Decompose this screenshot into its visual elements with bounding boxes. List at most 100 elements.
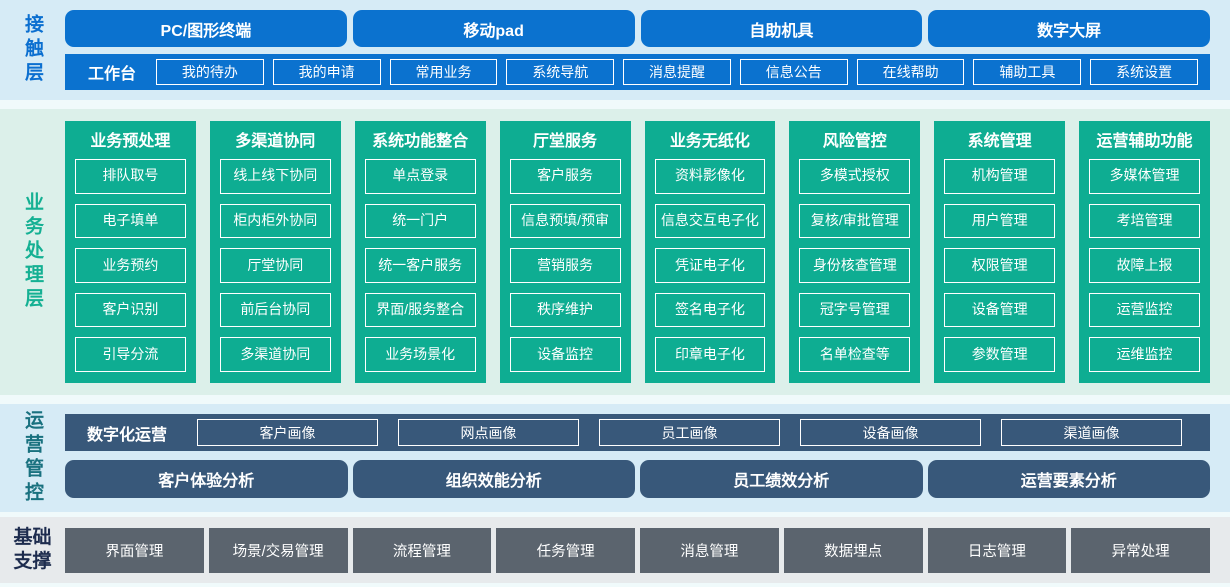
business-module-box[interactable]: 设备管理 bbox=[944, 292, 1056, 328]
business-module-box[interactable]: 运营监控 bbox=[1089, 292, 1200, 328]
business-column-items: 多模式授权 复核/审批管理 身份核查管理 冠字号管理 名单检查等 bbox=[799, 159, 911, 372]
business-module-box[interactable]: 用户管理 bbox=[944, 203, 1056, 239]
analysis-box[interactable]: 运营要素分析 bbox=[927, 460, 1210, 498]
workbench-item[interactable]: 我的申请 bbox=[272, 59, 381, 85]
channel-button[interactable]: 移动pad bbox=[352, 10, 635, 47]
business-layer-content: 业务预处理 排队取号 电子填单 业务预约 客户识别 引导分流 bbox=[65, 109, 1210, 395]
foundation-module-box[interactable]: 日志管理 bbox=[927, 527, 1067, 573]
business-module-box[interactable]: 故障上报 bbox=[1089, 248, 1200, 283]
contact-layer-content: PC/图形终端 移动pad 自助机具 数字大屏 工作台 我的待办 我的申请 常用… bbox=[65, 0, 1210, 100]
business-column-items: 排队取号 电子填单 业务预约 客户识别 引导分流 bbox=[75, 159, 186, 372]
foundation-module-box[interactable]: 任务管理 bbox=[496, 527, 635, 573]
section-divider bbox=[0, 512, 1230, 517]
business-module-box[interactable]: 电子填单 bbox=[75, 203, 186, 239]
foundation-module-box[interactable]: 消息管理 bbox=[640, 527, 779, 573]
foundation-module-box[interactable]: 界面管理 bbox=[65, 527, 204, 573]
business-module-box[interactable]: 信息交互电子化 bbox=[654, 203, 766, 239]
operations-layer-content: 数字化运营 客户画像 网点画像 员工画像 设备画像 渠道画像 客户体验分析 bbox=[65, 404, 1210, 512]
operations-layer-gutter: 运营管控 bbox=[0, 404, 65, 512]
profile-box[interactable]: 渠道画像 bbox=[1001, 419, 1182, 446]
business-column-title: 厅堂服务 bbox=[533, 133, 598, 150]
business-module-box[interactable]: 统一客户服务 bbox=[364, 248, 476, 283]
section-divider bbox=[0, 100, 1230, 109]
business-column: 风险管控 多模式授权 复核/审批管理 身份核查管理 冠字号管理 名单检查等 bbox=[789, 121, 921, 383]
business-module-box[interactable]: 统一门户 bbox=[364, 203, 476, 239]
business-module-box[interactable]: 考培管理 bbox=[1089, 203, 1200, 239]
business-columns: 业务预处理 排队取号 电子填单 业务预约 客户识别 引导分流 bbox=[65, 109, 1210, 395]
business-module-box[interactable]: 多模式授权 bbox=[799, 159, 911, 194]
analysis-box[interactable]: 员工绩效分析 bbox=[640, 460, 923, 498]
analysis-box[interactable]: 客户体验分析 bbox=[65, 460, 348, 498]
business-module-box[interactable]: 线上线下协同 bbox=[219, 159, 331, 194]
workbench-item[interactable]: 系统导航 bbox=[506, 59, 615, 85]
workbench-label: 工作台 bbox=[87, 66, 136, 83]
business-column: 系统功能整合 单点登录 统一门户 统一客户服务 界面/服务整合 业务场景化 bbox=[354, 121, 486, 383]
business-module-box[interactable]: 签名电子化 bbox=[654, 292, 766, 328]
workbench-item[interactable]: 常用业务 bbox=[389, 59, 498, 85]
foundation-layer-gutter: 基础支撑 bbox=[0, 526, 65, 574]
foundation-module-box[interactable]: 数据埋点 bbox=[783, 527, 923, 573]
operations-layer-section: 运营管控 数字化运营 客户画像 网点画像 员工画像 设备画像 渠道画像 bbox=[0, 404, 1230, 512]
business-module-box[interactable]: 引导分流 bbox=[75, 337, 186, 372]
business-column-title: 系统功能整合 bbox=[372, 133, 469, 150]
business-module-box[interactable]: 凭证电子化 bbox=[654, 248, 766, 283]
business-module-box[interactable]: 界面/服务整合 bbox=[364, 292, 476, 328]
channel-button[interactable]: 数字大屏 bbox=[928, 10, 1210, 47]
profile-box[interactable]: 设备画像 bbox=[800, 419, 981, 446]
analysis-box[interactable]: 组织效能分析 bbox=[352, 460, 635, 498]
contact-layer-label: 接触层 bbox=[22, 14, 43, 86]
workbench-bar: 工作台 我的待办 我的申请 常用业务 系统导航 消息提醒 信息公告 在线帮助 bbox=[65, 54, 1210, 90]
digital-operations-items: 客户画像 网点画像 员工画像 设备画像 渠道画像 bbox=[197, 419, 1182, 446]
business-column: 业务预处理 排队取号 电子填单 业务预约 客户识别 引导分流 bbox=[65, 121, 196, 383]
business-module-box[interactable]: 权限管理 bbox=[944, 248, 1056, 283]
channel-button[interactable]: 自助机具 bbox=[640, 10, 923, 47]
workbench-item[interactable]: 信息公告 bbox=[739, 59, 848, 85]
business-module-box[interactable]: 机构管理 bbox=[944, 159, 1056, 194]
business-module-box[interactable]: 排队取号 bbox=[75, 159, 186, 194]
business-module-box[interactable]: 业务场景化 bbox=[364, 337, 476, 372]
business-module-box[interactable]: 多渠道协同 bbox=[219, 337, 331, 372]
business-module-box[interactable]: 设备监控 bbox=[509, 337, 621, 372]
workbench-item[interactable]: 消息提醒 bbox=[623, 59, 731, 85]
business-module-box[interactable]: 冠字号管理 bbox=[799, 292, 911, 328]
foundation-module-box[interactable]: 流程管理 bbox=[352, 527, 492, 573]
profile-box[interactable]: 网点画像 bbox=[398, 419, 579, 446]
profile-box[interactable]: 客户画像 bbox=[197, 419, 378, 446]
business-column: 厅堂服务 客户服务 信息预填/预审 营销服务 秩序维护 设备监控 bbox=[499, 121, 631, 383]
business-module-box[interactable]: 身份核查管理 bbox=[799, 248, 911, 283]
business-module-box[interactable]: 单点登录 bbox=[364, 159, 476, 194]
business-module-box[interactable]: 名单检查等 bbox=[799, 337, 911, 372]
business-module-box[interactable]: 客户识别 bbox=[75, 292, 186, 328]
business-module-box[interactable]: 厅堂协同 bbox=[219, 248, 331, 283]
workbench-item[interactable]: 系统设置 bbox=[1090, 59, 1199, 85]
business-module-box[interactable]: 柜内柜外协同 bbox=[219, 203, 331, 239]
business-column-items: 多媒体管理 考培管理 故障上报 运营监控 运维监控 bbox=[1089, 159, 1200, 372]
business-module-box[interactable]: 参数管理 bbox=[944, 337, 1056, 372]
workbench-item[interactable]: 在线帮助 bbox=[856, 59, 965, 85]
channel-button[interactable]: PC/图形终端 bbox=[65, 10, 347, 47]
foundation-module-box[interactable]: 场景/交易管理 bbox=[208, 527, 348, 573]
business-module-box[interactable]: 复核/审批管理 bbox=[799, 203, 911, 239]
foundation-module-box[interactable]: 异常处理 bbox=[1071, 527, 1210, 573]
business-module-box[interactable]: 前后台协同 bbox=[219, 292, 331, 328]
foundation-items: 界面管理 场景/交易管理 流程管理 任务管理 消息管理 数据埋点 日志管理 异常… bbox=[65, 527, 1210, 573]
business-module-box[interactable]: 客户服务 bbox=[509, 159, 621, 194]
digital-operations-bar: 数字化运营 客户画像 网点画像 员工画像 设备画像 渠道画像 bbox=[65, 414, 1210, 451]
business-module-box[interactable]: 业务预约 bbox=[75, 248, 186, 283]
business-module-box[interactable]: 资料影像化 bbox=[654, 159, 766, 194]
business-module-box[interactable]: 营销服务 bbox=[509, 248, 621, 283]
business-module-box[interactable]: 多媒体管理 bbox=[1089, 159, 1200, 194]
business-module-box[interactable]: 运维监控 bbox=[1089, 337, 1200, 372]
business-column: 多渠道协同 线上线下协同 柜内柜外协同 厅堂协同 前后台协同 多渠道协同 bbox=[209, 121, 341, 383]
operations-layer-label: 运营管控 bbox=[22, 410, 43, 506]
profile-box[interactable]: 员工画像 bbox=[599, 419, 780, 446]
workbench-item[interactable]: 我的待办 bbox=[156, 59, 264, 85]
business-module-box[interactable]: 信息预填/预审 bbox=[509, 203, 621, 239]
workbench-item[interactable]: 辅助工具 bbox=[973, 59, 1082, 85]
business-module-box[interactable]: 印章电子化 bbox=[654, 337, 766, 372]
business-column-title: 风险管控 bbox=[822, 133, 887, 150]
business-column-items: 资料影像化 信息交互电子化 凭证电子化 签名电子化 印章电子化 bbox=[654, 159, 766, 372]
contact-layer-gutter: 接触层 bbox=[0, 0, 65, 100]
workbench-items: 我的待办 我的申请 常用业务 系统导航 消息提醒 信息公告 在线帮助 辅助工具 … bbox=[156, 59, 1199, 85]
business-module-box[interactable]: 秩序维护 bbox=[509, 292, 621, 328]
